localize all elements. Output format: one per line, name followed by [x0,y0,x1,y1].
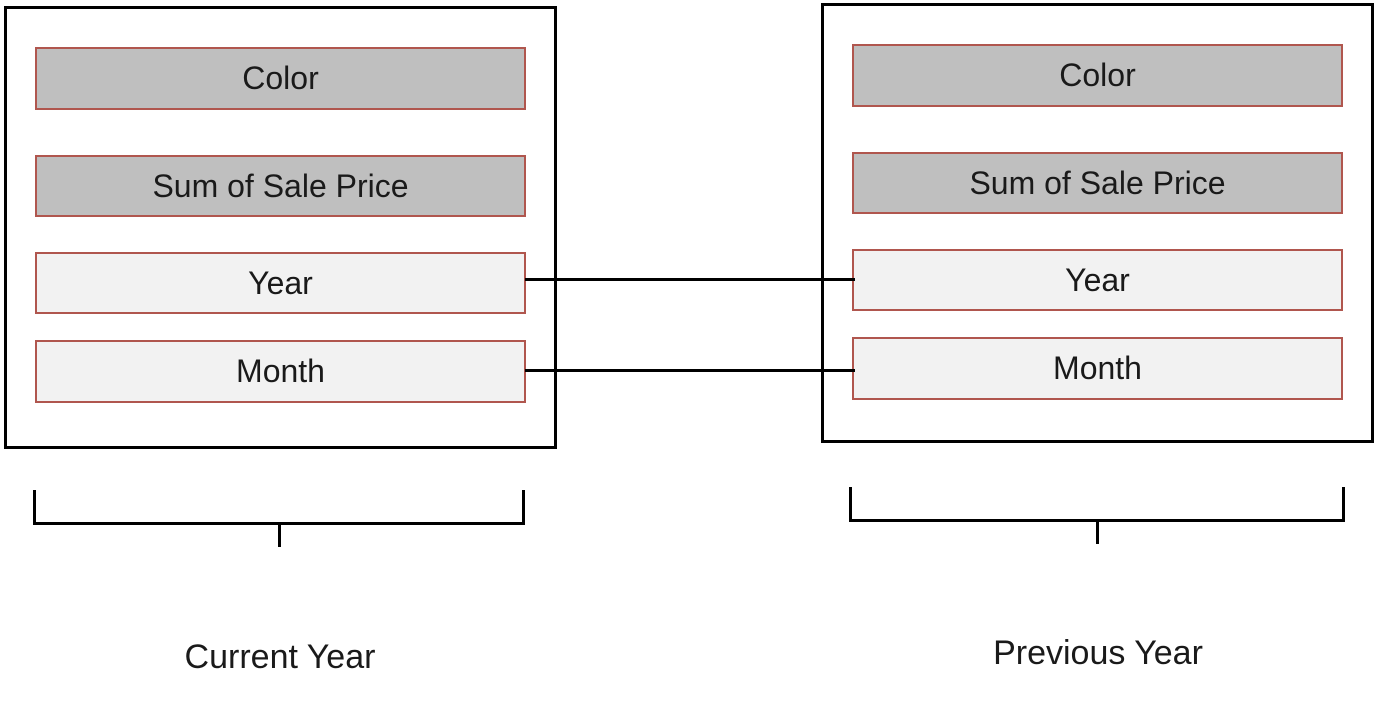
field-label: Color [1059,57,1136,93]
previous-year-bracket-tick [1096,520,1099,544]
field-year-previous: Year [852,249,1343,311]
field-label: Month [236,353,325,389]
query-panel-previous-year: Color Sum of Sale Price Year Month [821,3,1374,443]
current-year-bracket-tick [278,523,281,547]
month-relationship-line [525,369,855,372]
field-month-current: Month [35,340,526,403]
field-sum-of-sale-price-current: Sum of Sale Price [35,155,526,217]
field-label: Color [242,60,319,96]
field-label: Month [1053,350,1142,386]
previous-year-bracket [849,487,1345,522]
field-label: Year [1065,261,1130,298]
field-color-previous: Color [852,44,1343,107]
field-label: Year [248,264,313,301]
field-label: Sum of Sale Price [152,167,409,204]
year-relationship-line [525,278,855,281]
field-sum-of-sale-price-previous: Sum of Sale Price [852,152,1343,214]
caption-current-year: Current Year [184,638,376,676]
field-year-current: Year [35,252,526,314]
caption-previous-year: Previous Year [993,634,1203,672]
current-year-bracket [33,490,525,525]
field-color-current: Color [35,47,526,110]
query-panel-current-year: Color Sum of Sale Price Year Month [4,6,557,449]
field-month-previous: Month [852,337,1343,400]
field-label: Sum of Sale Price [969,164,1226,201]
